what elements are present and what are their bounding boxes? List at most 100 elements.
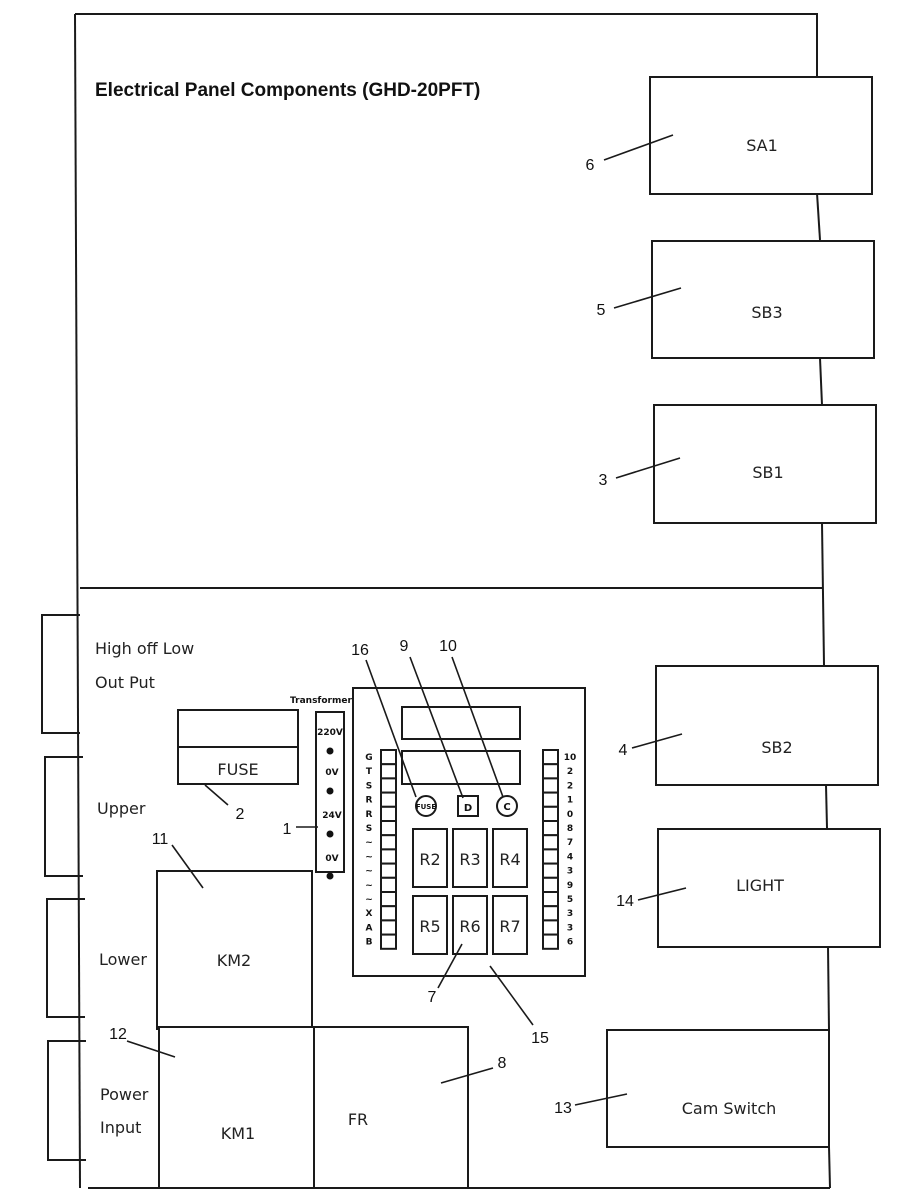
callout-4: 4 [619, 742, 628, 759]
km2-box [156, 870, 313, 1030]
upper-label: Upper [97, 799, 146, 818]
wire-sb1-sb2 [821, 522, 825, 666]
terminal-label: 6 [567, 938, 573, 948]
sa1-box [649, 76, 873, 195]
terminal-label: ~ [365, 881, 373, 891]
light-box [657, 828, 881, 948]
transformer-terminal-24v: 24V [322, 811, 342, 821]
terminal-slot [380, 848, 397, 865]
wire-light-cam [827, 945, 830, 1031]
switch-label-line1: High off Low [95, 639, 194, 658]
callout-6: 6 [586, 157, 595, 174]
leader-12 [126, 1040, 176, 1058]
leader-8 [440, 1067, 494, 1084]
terminal-label: 3 [567, 923, 573, 933]
callout-8: 8 [498, 1055, 507, 1072]
board-display-top [401, 706, 521, 740]
terminal-label: ~ [365, 867, 373, 877]
terminal-label: 1 [567, 796, 573, 806]
terminal-label: ~ [365, 852, 373, 862]
transformer-terminal-0v-a: 0V [325, 768, 338, 778]
terminal-slot [542, 891, 559, 908]
terminal-slot [542, 834, 559, 851]
leader-11 [171, 844, 204, 889]
sb3-box [651, 240, 875, 359]
terminal-slot [380, 749, 397, 766]
frame-right-bottom [828, 1146, 831, 1189]
leader-10 [451, 656, 504, 798]
terminal-label: 4 [567, 852, 573, 862]
c-indicator [496, 795, 518, 817]
cam-switch-box [606, 1029, 830, 1148]
leader-6 [603, 134, 674, 161]
terminal-slot [542, 777, 559, 794]
relay-label: R3 [459, 850, 480, 869]
leader-9 [409, 656, 464, 799]
relay-label: R4 [499, 850, 520, 869]
terminal-label: 3 [567, 867, 573, 877]
fr-label: FR [348, 1110, 368, 1129]
km1-box [158, 1026, 315, 1189]
terminal-dot [326, 787, 334, 795]
c-indicator-label: C [503, 802, 510, 813]
terminal-label: B [366, 938, 373, 948]
sb2-box [655, 665, 879, 786]
terminal-label: ~ [365, 895, 373, 905]
relay-r3 [452, 828, 488, 888]
cam-switch-label: Cam Switch [682, 1099, 777, 1118]
terminal-slot [380, 891, 397, 908]
leader-3 [615, 457, 681, 479]
relay-r7 [492, 895, 528, 955]
sb3-label: SB3 [751, 303, 782, 322]
terminal-slot [380, 820, 397, 837]
terminal-slot [380, 862, 397, 879]
fuse-indicator [415, 795, 437, 817]
terminal-slot [380, 763, 397, 780]
terminal-slot [380, 791, 397, 808]
terminal-label: 7 [567, 838, 573, 848]
relay-r4 [492, 828, 528, 888]
switch-tab-lower [46, 898, 85, 1018]
callout-9: 9 [400, 638, 409, 655]
callout-2: 2 [236, 806, 245, 823]
terminal-slot [542, 763, 559, 780]
leader-16 [365, 659, 417, 798]
leader-7 [437, 943, 463, 989]
km2-label: KM2 [217, 951, 251, 970]
terminal-slot [542, 919, 559, 936]
callout-10: 10 [439, 638, 457, 655]
terminal-label: 5 [567, 895, 573, 905]
terminal-label: 0 [567, 810, 573, 820]
switch-tab-power [47, 1040, 86, 1161]
transformer-terminal-0v-b: 0V [325, 854, 338, 864]
transformer-title: Transformer [290, 696, 352, 706]
terminal-dot [326, 747, 334, 755]
terminal-label: A [366, 923, 373, 933]
frame-top [75, 13, 818, 76]
lower-label: Lower [99, 950, 147, 969]
fr-box [313, 1026, 469, 1189]
terminal-slot [542, 749, 559, 766]
wire-sb2-light [825, 784, 828, 829]
km1-label: KM1 [221, 1124, 255, 1143]
leader-15 [489, 965, 534, 1026]
frame-left-upper [74, 13, 81, 1189]
leader-14 [637, 887, 687, 901]
sb1-label: SB1 [752, 463, 783, 482]
relay-r5 [412, 895, 448, 955]
relay-label: R5 [419, 917, 440, 936]
terminal-label: T [366, 767, 373, 777]
switch-label-line2: Out Put [95, 673, 155, 692]
light-label: LIGHT [736, 876, 784, 895]
terminal-slot [542, 933, 559, 950]
terminal-label: R [366, 796, 373, 806]
callout-13: 13 [554, 1100, 572, 1117]
terminal-slot [380, 876, 397, 893]
callout-15: 15 [531, 1030, 549, 1047]
terminal-dot [326, 872, 334, 880]
terminal-label: X [366, 909, 373, 919]
terminal-slot [380, 933, 397, 950]
callout-12: 12 [109, 1026, 127, 1043]
